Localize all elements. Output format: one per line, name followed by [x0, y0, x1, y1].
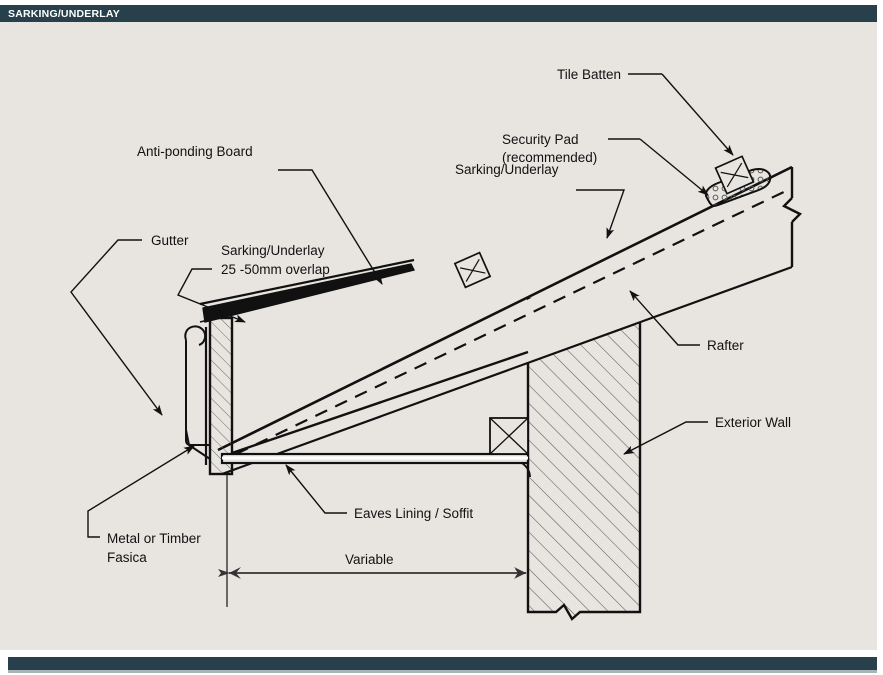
label-sarking-overlap-line1: Sarking/Underlay — [221, 243, 325, 258]
variable-dimension — [218, 475, 527, 607]
label-security-pad: Security Pad — [502, 132, 579, 147]
leader-anti-ponding — [278, 169, 383, 285]
leader-exterior-wall — [623, 421, 708, 455]
label-gutter: Gutter — [151, 233, 189, 248]
leader-gutter — [70, 239, 163, 416]
label-sarking-overlap-line2: 25 -50mm overlap — [221, 262, 330, 277]
leader-tile-batten — [661, 73, 734, 156]
ceiling-slope-line — [231, 350, 529, 455]
label-security-pad-note: (recommended) — [502, 150, 597, 165]
label-tile-batten: Tile Batten — [557, 67, 621, 82]
sarking-lower-run — [204, 327, 208, 465]
eaves-detail-drawing: Tile Batten Security Pad (recommended) S… — [70, 67, 803, 621]
label-exterior-wall: Exterior Wall — [715, 415, 791, 430]
panel-title-text: SARKING/UNDERLAY — [8, 7, 120, 20]
leader-security-pad — [639, 138, 709, 196]
leader-sarking-upper — [576, 189, 625, 239]
fascia-shape — [208, 316, 234, 476]
tile-batten-upper-shape — [714, 155, 755, 195]
wall-plate-shape — [489, 417, 531, 478]
technical-diagram: Tile Batten Security Pad (recommended) S… — [0, 22, 877, 650]
eaves-lining-soffit-shape — [220, 452, 530, 465]
leader-lines — [70, 73, 734, 538]
label-anti-ponding-board: Anti-ponding Board — [137, 144, 253, 159]
leader-sarking-overlap — [177, 268, 246, 323]
sarking-underlay-dashed-line — [235, 188, 791, 455]
label-variable: Variable — [345, 552, 394, 567]
diagram-panel: SARKING/UNDERLAY — [0, 5, 877, 650]
label-rafter: Rafter — [707, 338, 744, 353]
rafter-shape — [217, 165, 803, 476]
leader-rafter — [629, 290, 700, 346]
gutter-shape — [184, 325, 211, 460]
panel-title-bar: SARKING/UNDERLAY — [0, 5, 877, 22]
tile-batten-middle-shape — [453, 251, 492, 289]
leader-fascia — [87, 445, 195, 538]
label-metal-or-timber-line2: Fasica — [107, 550, 147, 565]
leader-eaves-lining — [285, 464, 347, 514]
footer-bar — [8, 657, 877, 670]
label-sarking-underlay: Sarking/Underlay — [455, 162, 559, 177]
footer-bar-shadow — [8, 670, 877, 673]
label-eaves-lining-soffit: Eaves Lining / Soffit — [354, 506, 473, 521]
exterior-wall-shape — [526, 297, 642, 621]
label-metal-or-timber-line1: Metal or Timber — [107, 531, 201, 546]
